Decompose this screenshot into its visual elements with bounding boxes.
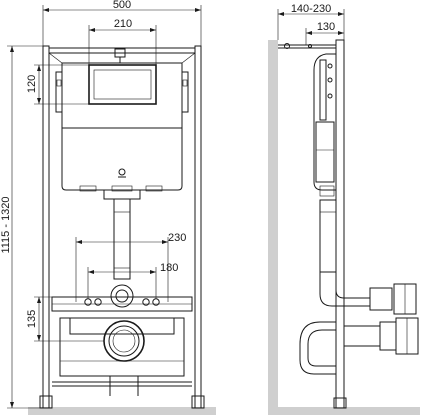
dim-button-height-label: 120 [26,75,38,93]
dim-drain-height: 135 [26,296,104,342]
side-flush-pipe [319,199,417,315]
dim-frame-height: 1115 - 1320 [0,45,43,409]
wall-anchor [278,43,336,49]
dim-frame-width: 500 [42,0,202,46]
dim-frame-depth: 130 [305,21,344,45]
dim-frame-height-label: 1115 - 1320 [0,196,12,253]
dim-total-depth-label: 140-230 [291,3,331,15]
dim-studs-outer: 230 [75,232,186,302]
side-drain [299,317,419,398]
dim-studs-inner-label: 180 [160,262,178,274]
floor-shading-front [28,407,216,415]
dim-button-width-label: 210 [114,18,132,30]
dim-button-height: 120 [26,64,89,105]
dim-button-width: 210 [88,18,157,65]
cistern [55,48,189,192]
dim-studs-outer-label: 230 [168,232,186,244]
dim-frame-depth-label: 130 [317,21,335,33]
side-cistern [313,53,336,197]
floor-shading-side [268,407,420,415]
flush-pipe [103,189,141,308]
dim-drain-height-label: 135 [26,310,38,328]
drain-outlet [59,317,185,396]
dim-studs-inner: 180 [87,262,178,299]
dim-total-depth: 140-230 [277,3,345,40]
side-view: 140-230 130 [268,3,420,415]
frame [39,45,205,409]
wall-shading [268,40,278,415]
dim-frame-width-label: 500 [113,0,131,11]
front-view: 500 210 1115 - 1320 120 [0,0,216,415]
